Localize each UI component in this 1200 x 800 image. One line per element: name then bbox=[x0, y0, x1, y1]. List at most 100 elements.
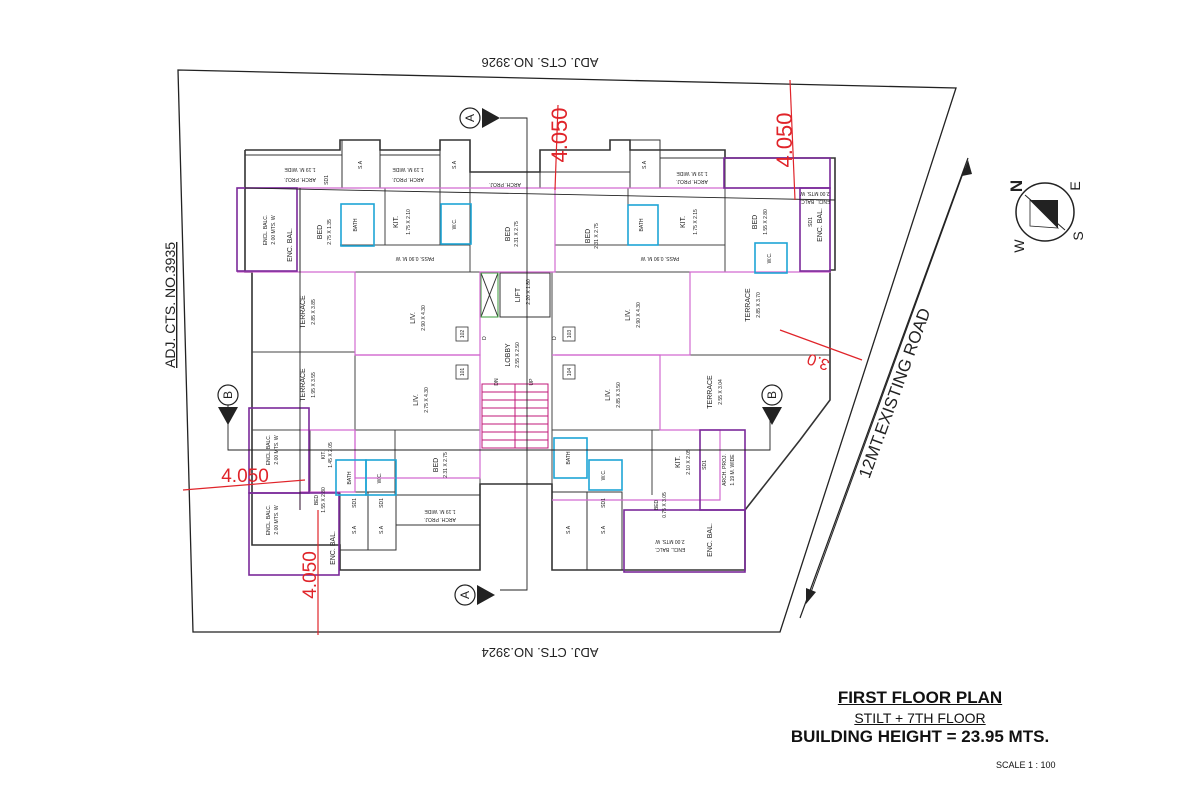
encl-balc-tr-label: ENCL. BALC. bbox=[800, 198, 831, 204]
encl-balc-bl2-label: ENCL. BALC. bbox=[266, 505, 272, 536]
kit-tl-label: KIT. bbox=[393, 216, 400, 228]
adj-cts-top-label: ADJ. CTS. NO.3926 bbox=[481, 55, 598, 70]
flat-101-label: 101 bbox=[460, 368, 466, 377]
drawing-subtitle: STILT + 7TH FLOOR bbox=[854, 710, 986, 726]
bath-bl-label: BATH bbox=[347, 471, 353, 484]
building-height: BUILDING HEIGHT = 23.95 MTS. bbox=[790, 727, 1050, 746]
terrace-r2-dim: 2.55 X 3.04 bbox=[718, 379, 724, 405]
encl-balc-bl-label: ENCL. BALC. bbox=[266, 435, 272, 466]
wc-tl-label: W.C. bbox=[452, 219, 458, 230]
liv-br-dim: 2.85 X 3.50 bbox=[616, 382, 622, 408]
wc-br-label: W.C. bbox=[601, 470, 607, 481]
bottom-arch-strip bbox=[339, 491, 623, 571]
road-label: 12MT.EXISTING ROAD bbox=[855, 306, 934, 481]
sa-t1-label: S.A bbox=[358, 160, 364, 169]
encl-balc-br-label: ENCL. BALC. bbox=[655, 546, 686, 552]
arch-proj-t1-dim: 1.19 M. WIDE bbox=[284, 166, 316, 172]
flat-104-box bbox=[562, 364, 576, 380]
compass-south: S bbox=[1070, 231, 1086, 240]
dimension-top-right: 4.050 bbox=[772, 112, 797, 167]
lift-duct-outline bbox=[480, 272, 499, 318]
dimension-lines bbox=[182, 79, 863, 635]
encl-balc-bl-dim: 2.00 MTS. W bbox=[274, 435, 280, 464]
wc-bl-label: W.C. bbox=[377, 473, 383, 484]
terrace-r1-dim: 2.85 X 3.70 bbox=[756, 292, 762, 318]
sd-t2-label: SD1 bbox=[808, 217, 814, 227]
terrace-l2-dim: 1.95 X 3.55 bbox=[311, 372, 317, 398]
bed-br-dim: 0.75 X 3.05 bbox=[662, 492, 668, 518]
kit-br-label: KIT. bbox=[675, 456, 682, 468]
bath-tl-label: BATH bbox=[353, 218, 359, 231]
pass-left-label: PASS. 0.90 M. W bbox=[395, 255, 434, 261]
section-marker-a-bottom bbox=[454, 584, 495, 606]
bed-tl-dim: 2.75 X 1.35 bbox=[327, 219, 333, 245]
bed-br-label: BED bbox=[654, 499, 660, 510]
door-lobby-left: D bbox=[482, 336, 488, 340]
section-marker-b-left bbox=[217, 384, 239, 425]
enclosed-balconies bbox=[236, 157, 831, 576]
bed-bc-dim: 2.31 X 2.75 bbox=[443, 452, 449, 478]
adj-cts-left-label: ADJ. CTS. NO.3935 bbox=[162, 242, 178, 368]
bed-tr1-dim: 2.31 X 2.75 bbox=[594, 223, 600, 249]
enc-bal-tr-label: ENC. BAL. bbox=[817, 208, 824, 242]
bed-bl-dim: 1.55 X 2.80 bbox=[321, 487, 327, 513]
encl-balc-br-dim: 2.00 MTS. W bbox=[655, 538, 684, 544]
terrace-l2-label: TERRACE bbox=[300, 368, 307, 402]
enc-bal-br-label: ENC. BAL. bbox=[707, 523, 714, 557]
sa-b3-label: S.A bbox=[566, 525, 572, 534]
bed-tc-label: BED bbox=[505, 227, 512, 241]
kit-tr-label: KIT. bbox=[680, 216, 687, 228]
terrace-r1-label: TERRACE bbox=[745, 288, 752, 322]
dimension-top-left: 4.050 bbox=[547, 107, 572, 162]
section-marker-b-right bbox=[761, 384, 783, 425]
kit-tl-dim: 1.75 X 2.10 bbox=[406, 209, 412, 235]
sd-b2-label: SD1 bbox=[379, 498, 385, 508]
road-arrow-line bbox=[809, 167, 966, 596]
flat-101-box bbox=[455, 364, 469, 380]
lobby-dim: 2.55 X 2.50 bbox=[515, 342, 521, 368]
road-edge-line bbox=[799, 157, 969, 619]
dimension-road: 3.0 bbox=[805, 349, 832, 373]
terrace-r2-label: TERRACE bbox=[707, 375, 714, 409]
arch-proj-t4-dim: 1.19 M. WIDE bbox=[676, 170, 708, 176]
sd-b4-label: SD1 bbox=[702, 460, 708, 470]
arch-proj-br-label: ARCH. PROJ. bbox=[722, 454, 728, 486]
bed-tl-label: BED bbox=[317, 225, 324, 239]
arch-proj-b1-dim: 1.19 M. WIDE bbox=[424, 508, 456, 514]
arch-proj-t3-label: ARCH. PROJ. bbox=[489, 181, 521, 187]
sa-t2-label: S.A bbox=[452, 160, 458, 169]
section-marker-b-right-label: B bbox=[765, 391, 779, 399]
sd-t1-label: SD1 bbox=[324, 175, 330, 185]
section-marker-a-top-label: A bbox=[463, 114, 477, 122]
title-block: FIRST FLOOR PLAN STILT + 7TH FLOOR BUILD… bbox=[770, 688, 1070, 747]
section-lines bbox=[227, 117, 836, 591]
arch-proj-t4-label: ARCH. PROJ. bbox=[676, 178, 708, 184]
stair-up-label: UP bbox=[529, 378, 535, 386]
dimension-left: 4.050 bbox=[221, 466, 269, 487]
liv-tr-label: LIV. bbox=[625, 309, 632, 321]
sa-b4-label: S.A bbox=[601, 525, 607, 534]
drawing-title: FIRST FLOOR PLAN bbox=[837, 688, 1003, 707]
road-arrow-head-bottom bbox=[806, 588, 816, 604]
pass-right-label: PASS. 0.90 M. W bbox=[640, 255, 679, 261]
lobby-label: LOBBY bbox=[505, 343, 512, 367]
encl-balc-tl-label: ENCL. BALC. bbox=[263, 215, 269, 246]
lift-dim: 2.20 X 1.80 bbox=[526, 279, 532, 305]
section-marker-b-left-label: B bbox=[221, 391, 235, 399]
kit-bl-label: KIT. bbox=[321, 451, 327, 460]
kit-bl-dim: 1.45 X 2.05 bbox=[328, 442, 334, 468]
enc-bal-tl-label: ENC. BAL. bbox=[287, 228, 294, 262]
bed-bl-label: BED bbox=[314, 494, 320, 505]
bed-tr2-label: BED bbox=[752, 215, 759, 229]
sd-b3-label: SD1 bbox=[601, 498, 607, 508]
sa-b1-label: S.A bbox=[352, 525, 358, 534]
liv-bl-dim: 2.75 X 4.30 bbox=[424, 387, 430, 413]
bath-br-label: BATH bbox=[566, 451, 572, 464]
terrace-l1-label: TERRACE bbox=[300, 295, 307, 329]
encl-balc-tr-dim: 2.00 MTS. W bbox=[800, 190, 829, 196]
terrace-l1-dim: 2.85 X 3.85 bbox=[311, 299, 317, 325]
enc-bal-bl-label: ENC. BAL. bbox=[330, 531, 337, 565]
arch-proj-t2-dim: 1.19 M. WIDE bbox=[392, 166, 424, 172]
site-boundary bbox=[177, 69, 957, 633]
